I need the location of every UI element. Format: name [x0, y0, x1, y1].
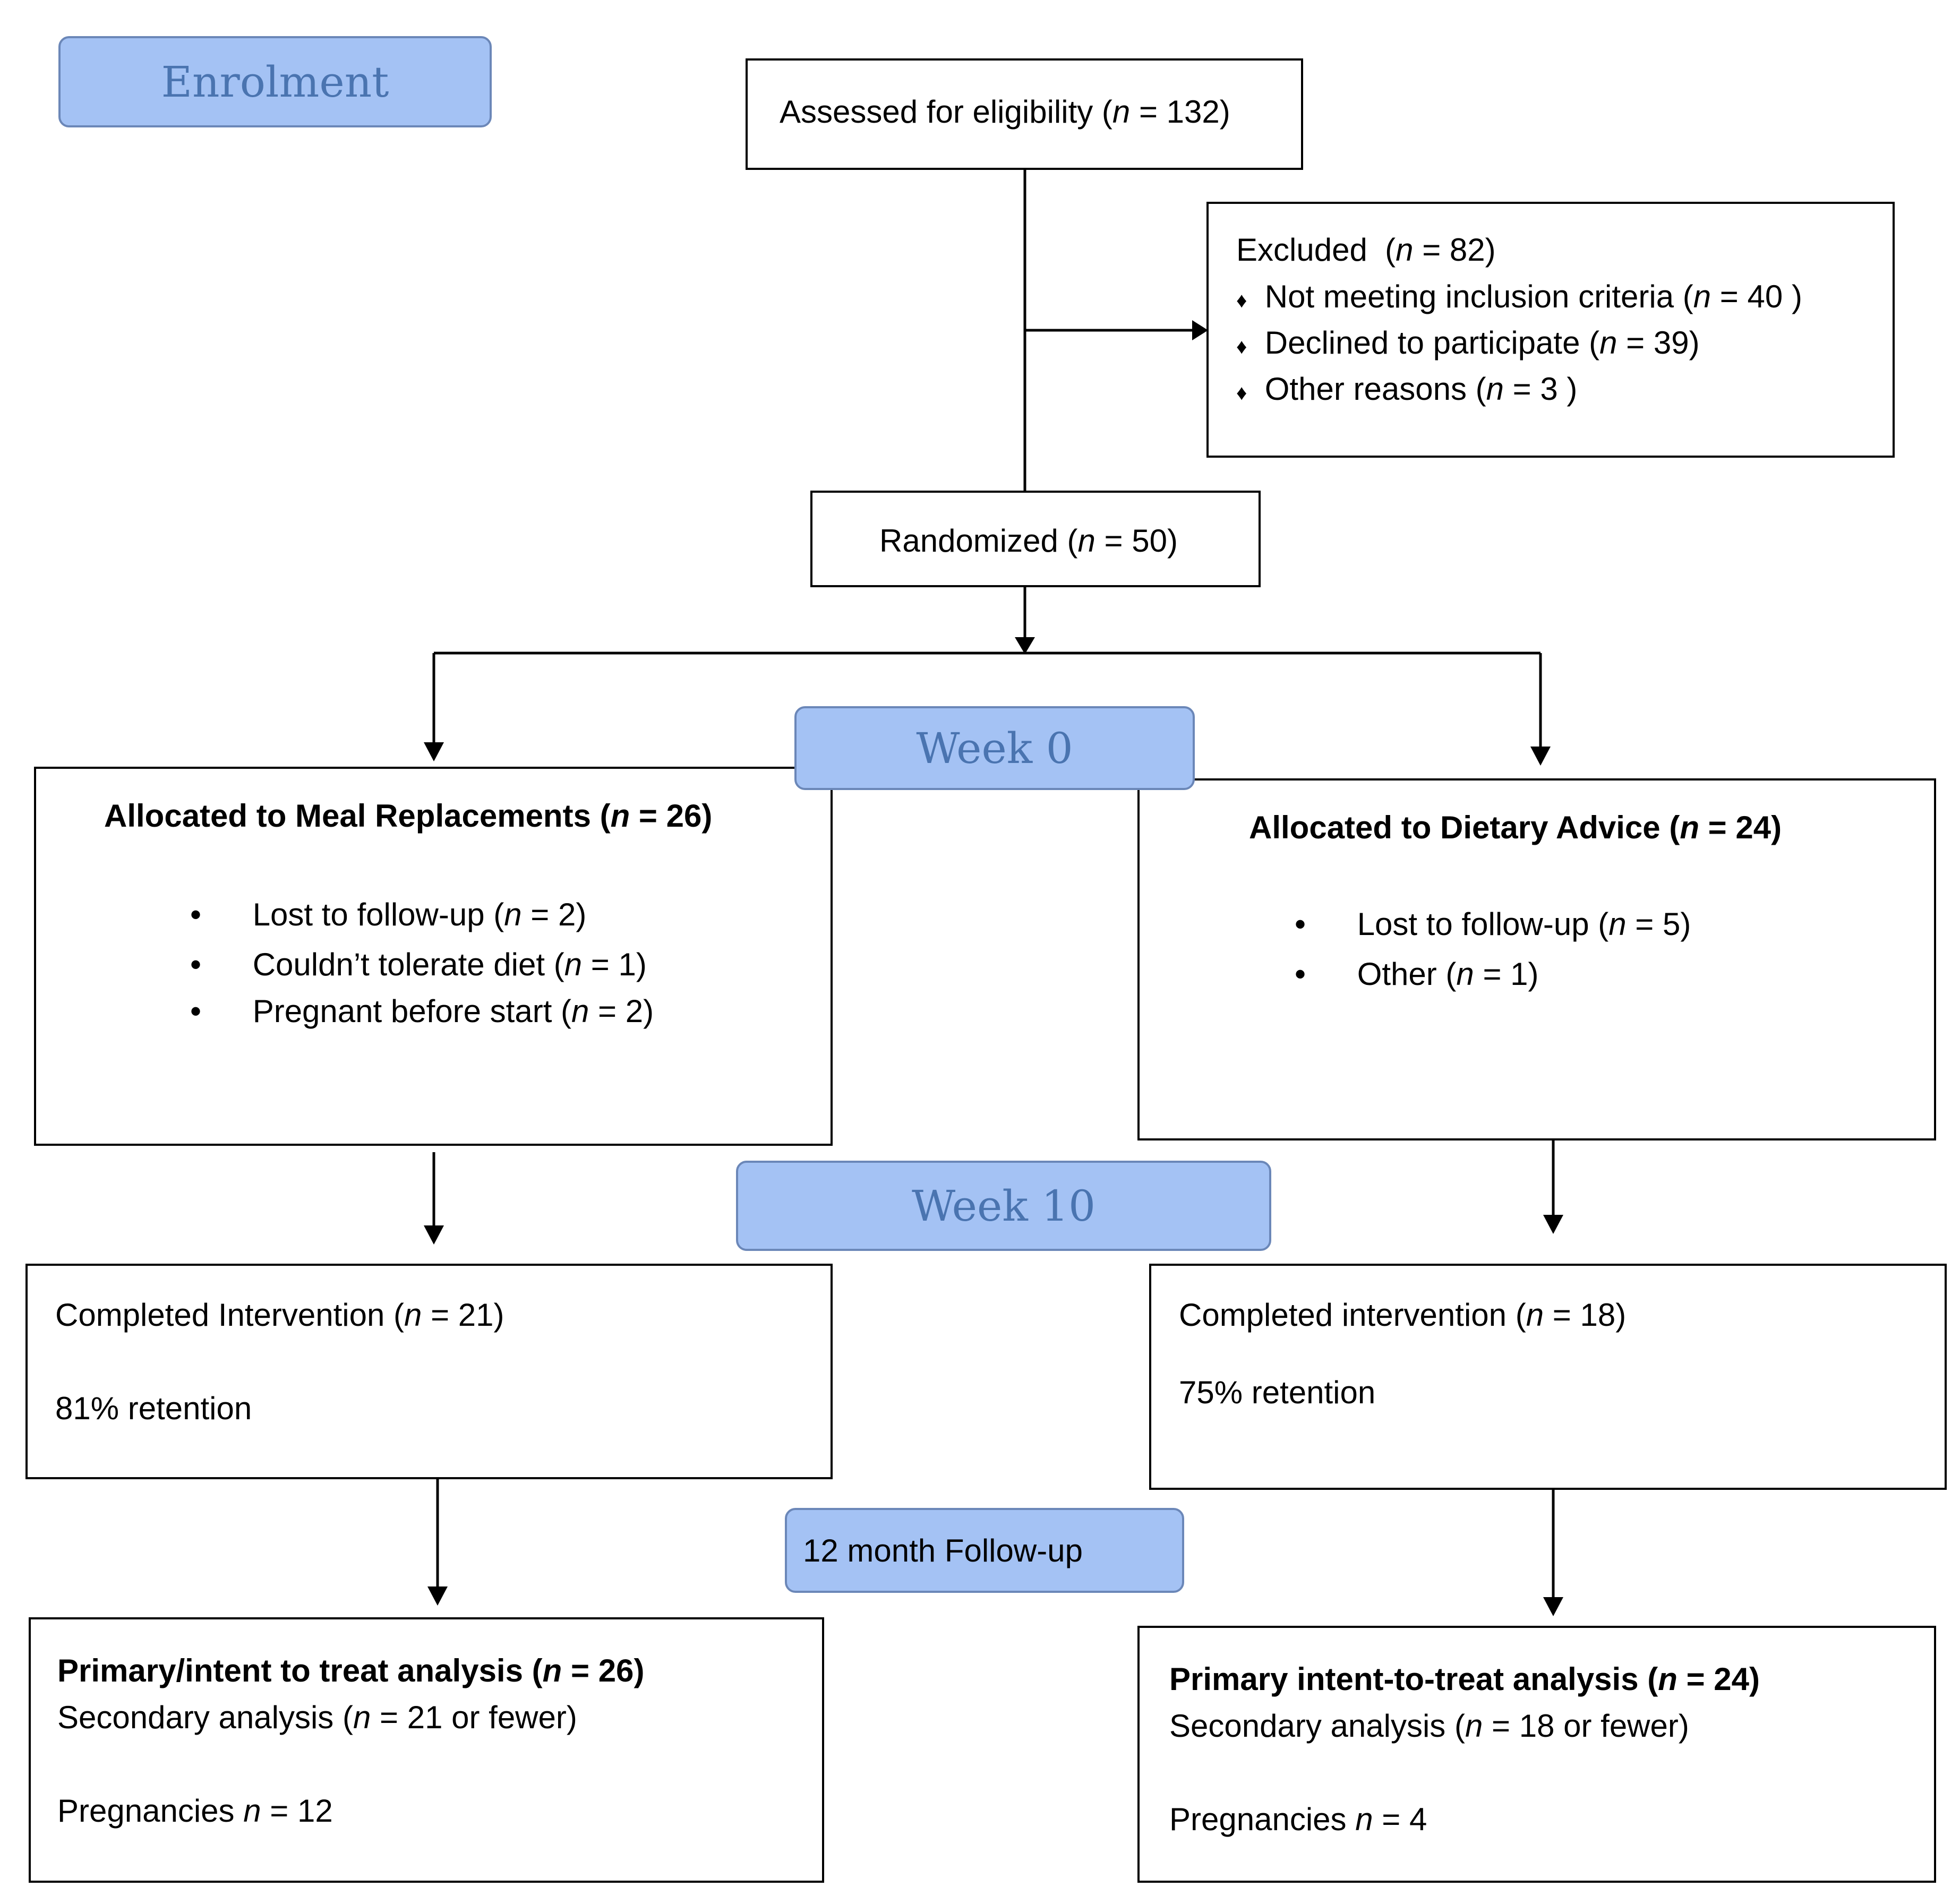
- dietary-completed-label: Completed intervention: [1179, 1297, 1507, 1333]
- dietary-loss-n: 1: [1510, 956, 1528, 992]
- meal-pregnancies-label: Pregnancies: [57, 1793, 235, 1829]
- excluded-item-n: 40: [1747, 279, 1783, 314]
- dietary-primary-label: Primary intent-to-treat analysis: [1169, 1661, 1639, 1697]
- excluded-item: ♦ Other reasons (n = 3 ): [1236, 371, 1578, 407]
- dietary-primary-n: 24: [1714, 1661, 1750, 1697]
- excluded-item-n: 3: [1540, 371, 1558, 407]
- dietary-pregnancies-label: Pregnancies: [1169, 1802, 1347, 1837]
- meal-loss-n: 2: [625, 993, 644, 1029]
- meal-allocation-n: 26: [666, 798, 702, 834]
- dietary-allocation-box: Allocated to Dietary Advice (n = 24) • L…: [1137, 778, 1936, 1140]
- meal-loss-label: Lost to follow-up: [252, 897, 485, 932]
- dietary-retention: 75% retention: [1179, 1375, 1376, 1410]
- bullet-icon: •: [190, 947, 202, 982]
- diamond-bullet-icon: ♦: [1236, 335, 1247, 358]
- meal-completed-label: Completed Intervention: [55, 1297, 385, 1333]
- arrowhead-meal-analysis: [427, 1586, 448, 1606]
- meal-loss-label: Pregnant before start: [252, 993, 552, 1029]
- meal-pregnancies-n: 12: [297, 1793, 333, 1829]
- dietary-completed-n: 18: [1580, 1297, 1616, 1333]
- dietary-loss-item: • Other (n = 1): [1295, 956, 1539, 992]
- stage-label-text: 12 month Follow-up: [803, 1532, 1083, 1568]
- dietary-loss-item: • Lost to follow-up (n = 5): [1295, 906, 1691, 942]
- excluded-title: Excluded: [1236, 232, 1367, 268]
- meal-completed-n: 21: [458, 1297, 494, 1333]
- stage-label-enrolment: Enrolment: [58, 36, 492, 127]
- meal-analysis-box: Primary/intent to treat analysis (n = 26…: [29, 1617, 824, 1883]
- meal-loss-item: • Couldn’t tolerate diet (n = 1): [190, 947, 647, 982]
- excluded-n: 82: [1449, 232, 1485, 268]
- randomized-label: Randomized: [879, 523, 1058, 559]
- stage-label-text: Week 0: [916, 723, 1073, 773]
- stage-label-text: Enrolment: [161, 57, 389, 107]
- dietary-pregnancies-n: 4: [1409, 1802, 1427, 1837]
- excluded-item-label: Declined to participate: [1264, 325, 1580, 361]
- bullet-icon: •: [1295, 906, 1306, 942]
- stage-label-week0: Week 0: [794, 706, 1195, 790]
- dietary-allocation-n: 24: [1735, 810, 1771, 845]
- arrowhead-excluded: [1192, 320, 1208, 340]
- excluded-item: ♦ Declined to participate (n = 39): [1236, 325, 1700, 361]
- diamond-bullet-icon: ♦: [1236, 381, 1247, 405]
- arrowhead-randomized: [1015, 637, 1035, 654]
- bullet-icon: •: [190, 993, 202, 1029]
- dietary-loss-label: Other: [1357, 956, 1437, 992]
- meal-loss-item: • Lost to follow-up (n = 2): [190, 897, 587, 932]
- meal-primary-label: Primary/intent to treat analysis: [57, 1653, 523, 1688]
- assessed-box: Assessed for eligibility (n = 132): [746, 58, 1303, 170]
- meal-allocation-title: Allocated to Meal Replacements: [104, 798, 591, 834]
- meal-completed-box: Completed Intervention (n = 21) 81% rete…: [25, 1264, 833, 1479]
- dietary-analysis-box: Primary intent-to-treat analysis (n = 24…: [1137, 1626, 1936, 1883]
- meal-loss-label: Couldn’t tolerate diet: [252, 947, 545, 982]
- assessed-n: 132: [1166, 94, 1220, 130]
- arrowhead-dietary: [1530, 747, 1551, 766]
- excluded-box: Excluded (n = 82) ♦ Not meeting inclusio…: [1206, 202, 1895, 458]
- stage-label-week10: Week 10: [736, 1161, 1271, 1251]
- meal-loss-item: • Pregnant before start (n = 2): [190, 993, 654, 1029]
- randomized-box: Randomized (n = 50): [810, 491, 1261, 587]
- dietary-loss-n: 5: [1663, 906, 1681, 942]
- meal-loss-n: 2: [558, 897, 576, 932]
- meal-secondary-n: 21 or fewer: [407, 1700, 567, 1735]
- excluded-item-n: 39: [1653, 325, 1689, 361]
- arrowhead-meal: [424, 742, 444, 761]
- meal-secondary-label: Secondary analysis: [57, 1700, 334, 1735]
- dietary-completed-box: Completed intervention (n = 18) 75% rete…: [1149, 1264, 1947, 1490]
- excluded-item-label: Other reasons: [1264, 371, 1467, 407]
- excluded-item-label: Not meeting inclusion criteria: [1264, 279, 1674, 314]
- meal-allocation-box: Allocated to Meal Replacements (n = 26) …: [34, 767, 833, 1146]
- dietary-allocation-title: Allocated to Dietary Advice: [1249, 810, 1661, 845]
- stage-label-text: Week 10: [911, 1181, 1096, 1231]
- stage-label-followup: 12 month Follow-up: [785, 1508, 1184, 1593]
- arrowhead-dietary-completed: [1543, 1215, 1563, 1234]
- meal-retention: 81% retention: [55, 1391, 252, 1426]
- dietary-secondary-label: Secondary analysis: [1169, 1708, 1446, 1744]
- meal-loss-n: 1: [618, 947, 636, 982]
- dietary-secondary-n: 18 or fewer: [1519, 1708, 1679, 1744]
- arrowhead-meal-completed: [424, 1225, 444, 1245]
- assessed-label: Assessed for eligibility: [780, 94, 1093, 130]
- diamond-bullet-icon: ♦: [1236, 289, 1247, 312]
- randomized-n: 50: [1132, 523, 1168, 559]
- arrowhead-dietary-analysis: [1543, 1597, 1563, 1616]
- dietary-loss-label: Lost to follow-up: [1357, 906, 1589, 942]
- bullet-icon: •: [1295, 956, 1306, 992]
- bullet-icon: •: [190, 897, 202, 932]
- excluded-item: ♦ Not meeting inclusion criteria (n = 40…: [1236, 279, 1802, 314]
- meal-primary-n: 26: [598, 1653, 634, 1688]
